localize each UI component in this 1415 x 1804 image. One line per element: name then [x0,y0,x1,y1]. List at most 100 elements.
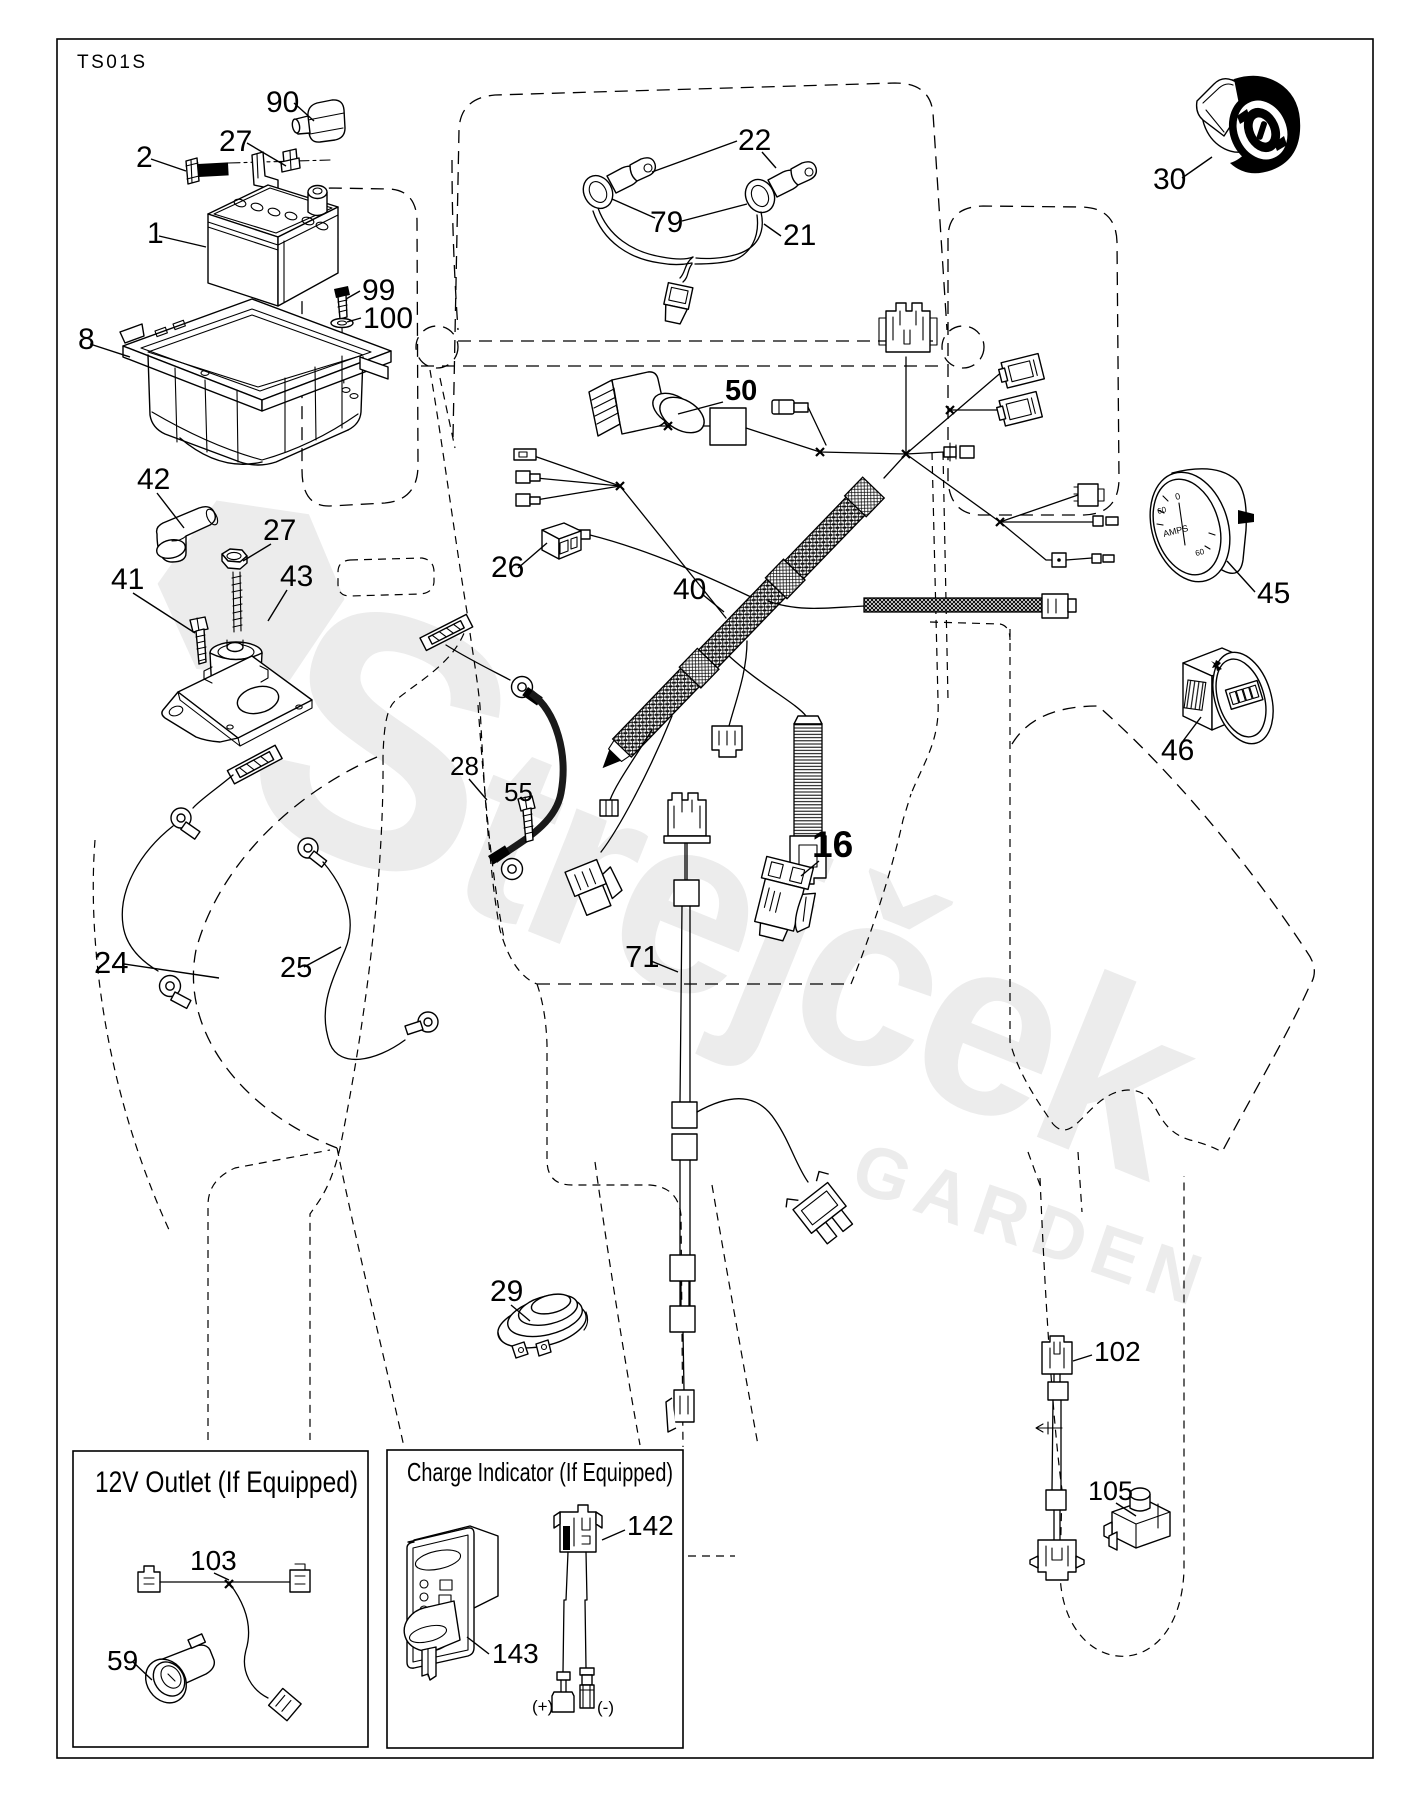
hood-corner-left [415,325,459,369]
junction-x-mark [995,517,1005,527]
solenoid-bolt [189,616,209,665]
ammeter-left: 60 [1156,505,1167,516]
horn [497,1293,589,1359]
leader-line [132,1661,153,1681]
hour-meter-mark [1211,660,1222,671]
leader-line [761,151,777,169]
right-fender-outline [1011,705,1315,1153]
part-label-8: 8 [78,323,95,356]
battery-tray [119,298,392,466]
leader-line [701,593,725,613]
starter-solenoid [161,639,313,747]
inset-12v-outlet: 12V Outlet (If Equipped) [72,1450,369,1748]
solenoid-nut [221,548,248,570]
plunger-interlock-switch [1103,1487,1171,1551]
connector-2pin-b [711,725,743,758]
leader-line [601,1529,626,1541]
hood-corner-right [941,325,985,369]
chassis-line-a [451,159,459,331]
ammeter-gauge: 0 60 60 AMPS [1149,468,1254,583]
part-label-105: 105 [1088,1476,1133,1506]
part-label-142: 142 [627,1510,674,1541]
right-fender-top [929,621,1011,641]
headlight-harness [582,157,818,325]
part-label-16: 16 [812,824,853,865]
leader-line [800,860,820,877]
leader-line [150,158,187,172]
chassis-line-d [382,619,469,758]
charge-connector-142 [551,1504,603,1713]
terminal-boot [155,505,219,563]
part-label-28: 28 [450,751,479,781]
interlock-top-connector [1041,1335,1073,1375]
leader-line [466,1636,490,1655]
interlock-bottom-connector [1029,1539,1085,1581]
page-frame [56,38,1374,1759]
leader-line [89,343,131,358]
seat-bracket-curve [1052,1089,1223,1153]
connector-bullet-c [1092,515,1119,527]
junction-x-mark [615,481,625,491]
leader-line [1226,560,1256,593]
connector-sq-small [1051,552,1115,568]
part-label-27: 27 [263,514,296,547]
connector-keyed-1 [998,352,1046,389]
part-label-79: 79 [650,206,683,239]
solenoid-group [155,505,313,747]
inset1-box [72,1450,369,1748]
connector-inline-small [943,442,975,462]
leader-line [346,317,362,323]
headlight-connector [663,281,694,325]
part-label-25: 25 [280,952,312,984]
leader-line [517,542,548,569]
part-label-30: 30 [1153,163,1186,196]
headlight-right [744,161,818,214]
part-label-43: 43 [280,560,313,593]
part-label-59: 59 [107,1645,138,1676]
mid-panel-outline [536,983,684,1448]
cable-28 [419,613,567,881]
cable-24 [121,744,283,1010]
part-label-41: 41 [111,563,144,596]
connector-tiny [599,799,619,817]
leader-line [213,1572,230,1581]
inset2-title: Charge Indicator (If Equipped) [407,1457,673,1487]
part-label-27: 27 [219,125,252,158]
leader-line [651,140,738,173]
charge-indicator-143 [403,1525,499,1681]
terminal-minus [579,1667,595,1709]
seat-switch-connector [785,1170,854,1245]
junction-x-mark [945,405,955,415]
leader-line [1072,1354,1093,1362]
cable-25 [297,837,439,1060]
junction-x-mark [224,1579,234,1589]
dash-panel-small [337,557,435,597]
leader-line [677,401,724,415]
chassis-line-b [429,369,538,985]
junction-marks [224,405,1005,1589]
connector-latch [564,858,623,916]
leader-line [242,543,272,562]
page-code: TS01S [77,52,148,73]
inset2-box [386,1449,684,1749]
leader-line [611,198,656,219]
connector-stub-end [1041,593,1077,619]
outlet-harness-103 [137,1563,311,1722]
part-label-143: 143 [492,1638,539,1669]
leader-line [763,223,782,237]
part-label-55: 55 [504,777,533,807]
leader-line [303,946,342,968]
junction-x-mark [815,447,825,457]
left-chassis-edge [92,839,171,1233]
connector-3pin [1073,483,1105,507]
solenoid-stud [231,571,243,633]
part-label-21: 21 [783,219,816,252]
leader-line [158,235,207,248]
battery-cables [121,613,567,1060]
connector-keyed-2 [996,390,1044,427]
relay-box [709,407,747,446]
seat-harness-bottom-connector [665,1389,695,1433]
part-label-29: 29 [490,1275,523,1308]
